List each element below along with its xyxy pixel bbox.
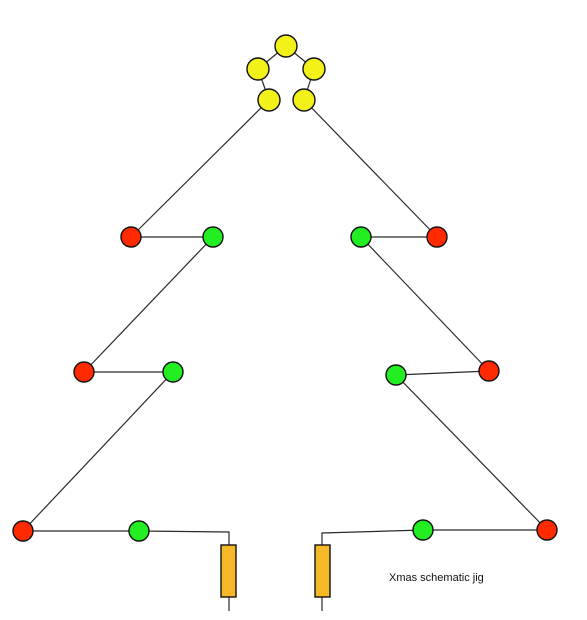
led-green-left-1 <box>202 226 224 248</box>
wire-left-to-resistor <box>138 530 230 545</box>
led-star-top <box>274 34 298 58</box>
wire-right-diagonal-1 <box>303 99 438 238</box>
led-red-left-2 <box>73 361 95 383</box>
led-green-right-1 <box>350 226 372 248</box>
led-green-left-3 <box>128 520 150 542</box>
wire-right-diagonal-2 <box>360 236 490 372</box>
wires <box>22 45 548 611</box>
led-red-left-3 <box>12 520 34 542</box>
wire-right-to-resistor <box>321 529 424 545</box>
wire-left-diagonal-3 <box>22 371 174 532</box>
led-red-right-1 <box>426 226 448 248</box>
resistor-right <box>314 544 331 598</box>
wire-right-diagonal-3 <box>395 374 548 531</box>
green-leds <box>128 226 434 542</box>
resistor-left <box>220 544 237 598</box>
led-star-lower-right <box>292 88 316 112</box>
wire-left-diagonal-1 <box>130 99 270 238</box>
led-red-right-2 <box>478 360 500 382</box>
led-green-right-2 <box>385 364 407 386</box>
led-star-lower-left <box>257 88 281 112</box>
led-green-right-3 <box>412 519 434 541</box>
wire-left-diagonal-2 <box>83 236 214 373</box>
led-red-right-3 <box>536 519 558 541</box>
red-leds <box>12 226 558 542</box>
led-red-left-1 <box>120 226 142 248</box>
led-green-left-2 <box>162 361 184 383</box>
led-star-upper-left <box>246 57 270 81</box>
star-leds <box>246 34 326 112</box>
resistors <box>220 544 331 598</box>
diagram-caption: Xmas schematic jig <box>389 572 484 584</box>
led-star-upper-right <box>302 57 326 81</box>
wire-right-branch-2 <box>395 370 490 376</box>
